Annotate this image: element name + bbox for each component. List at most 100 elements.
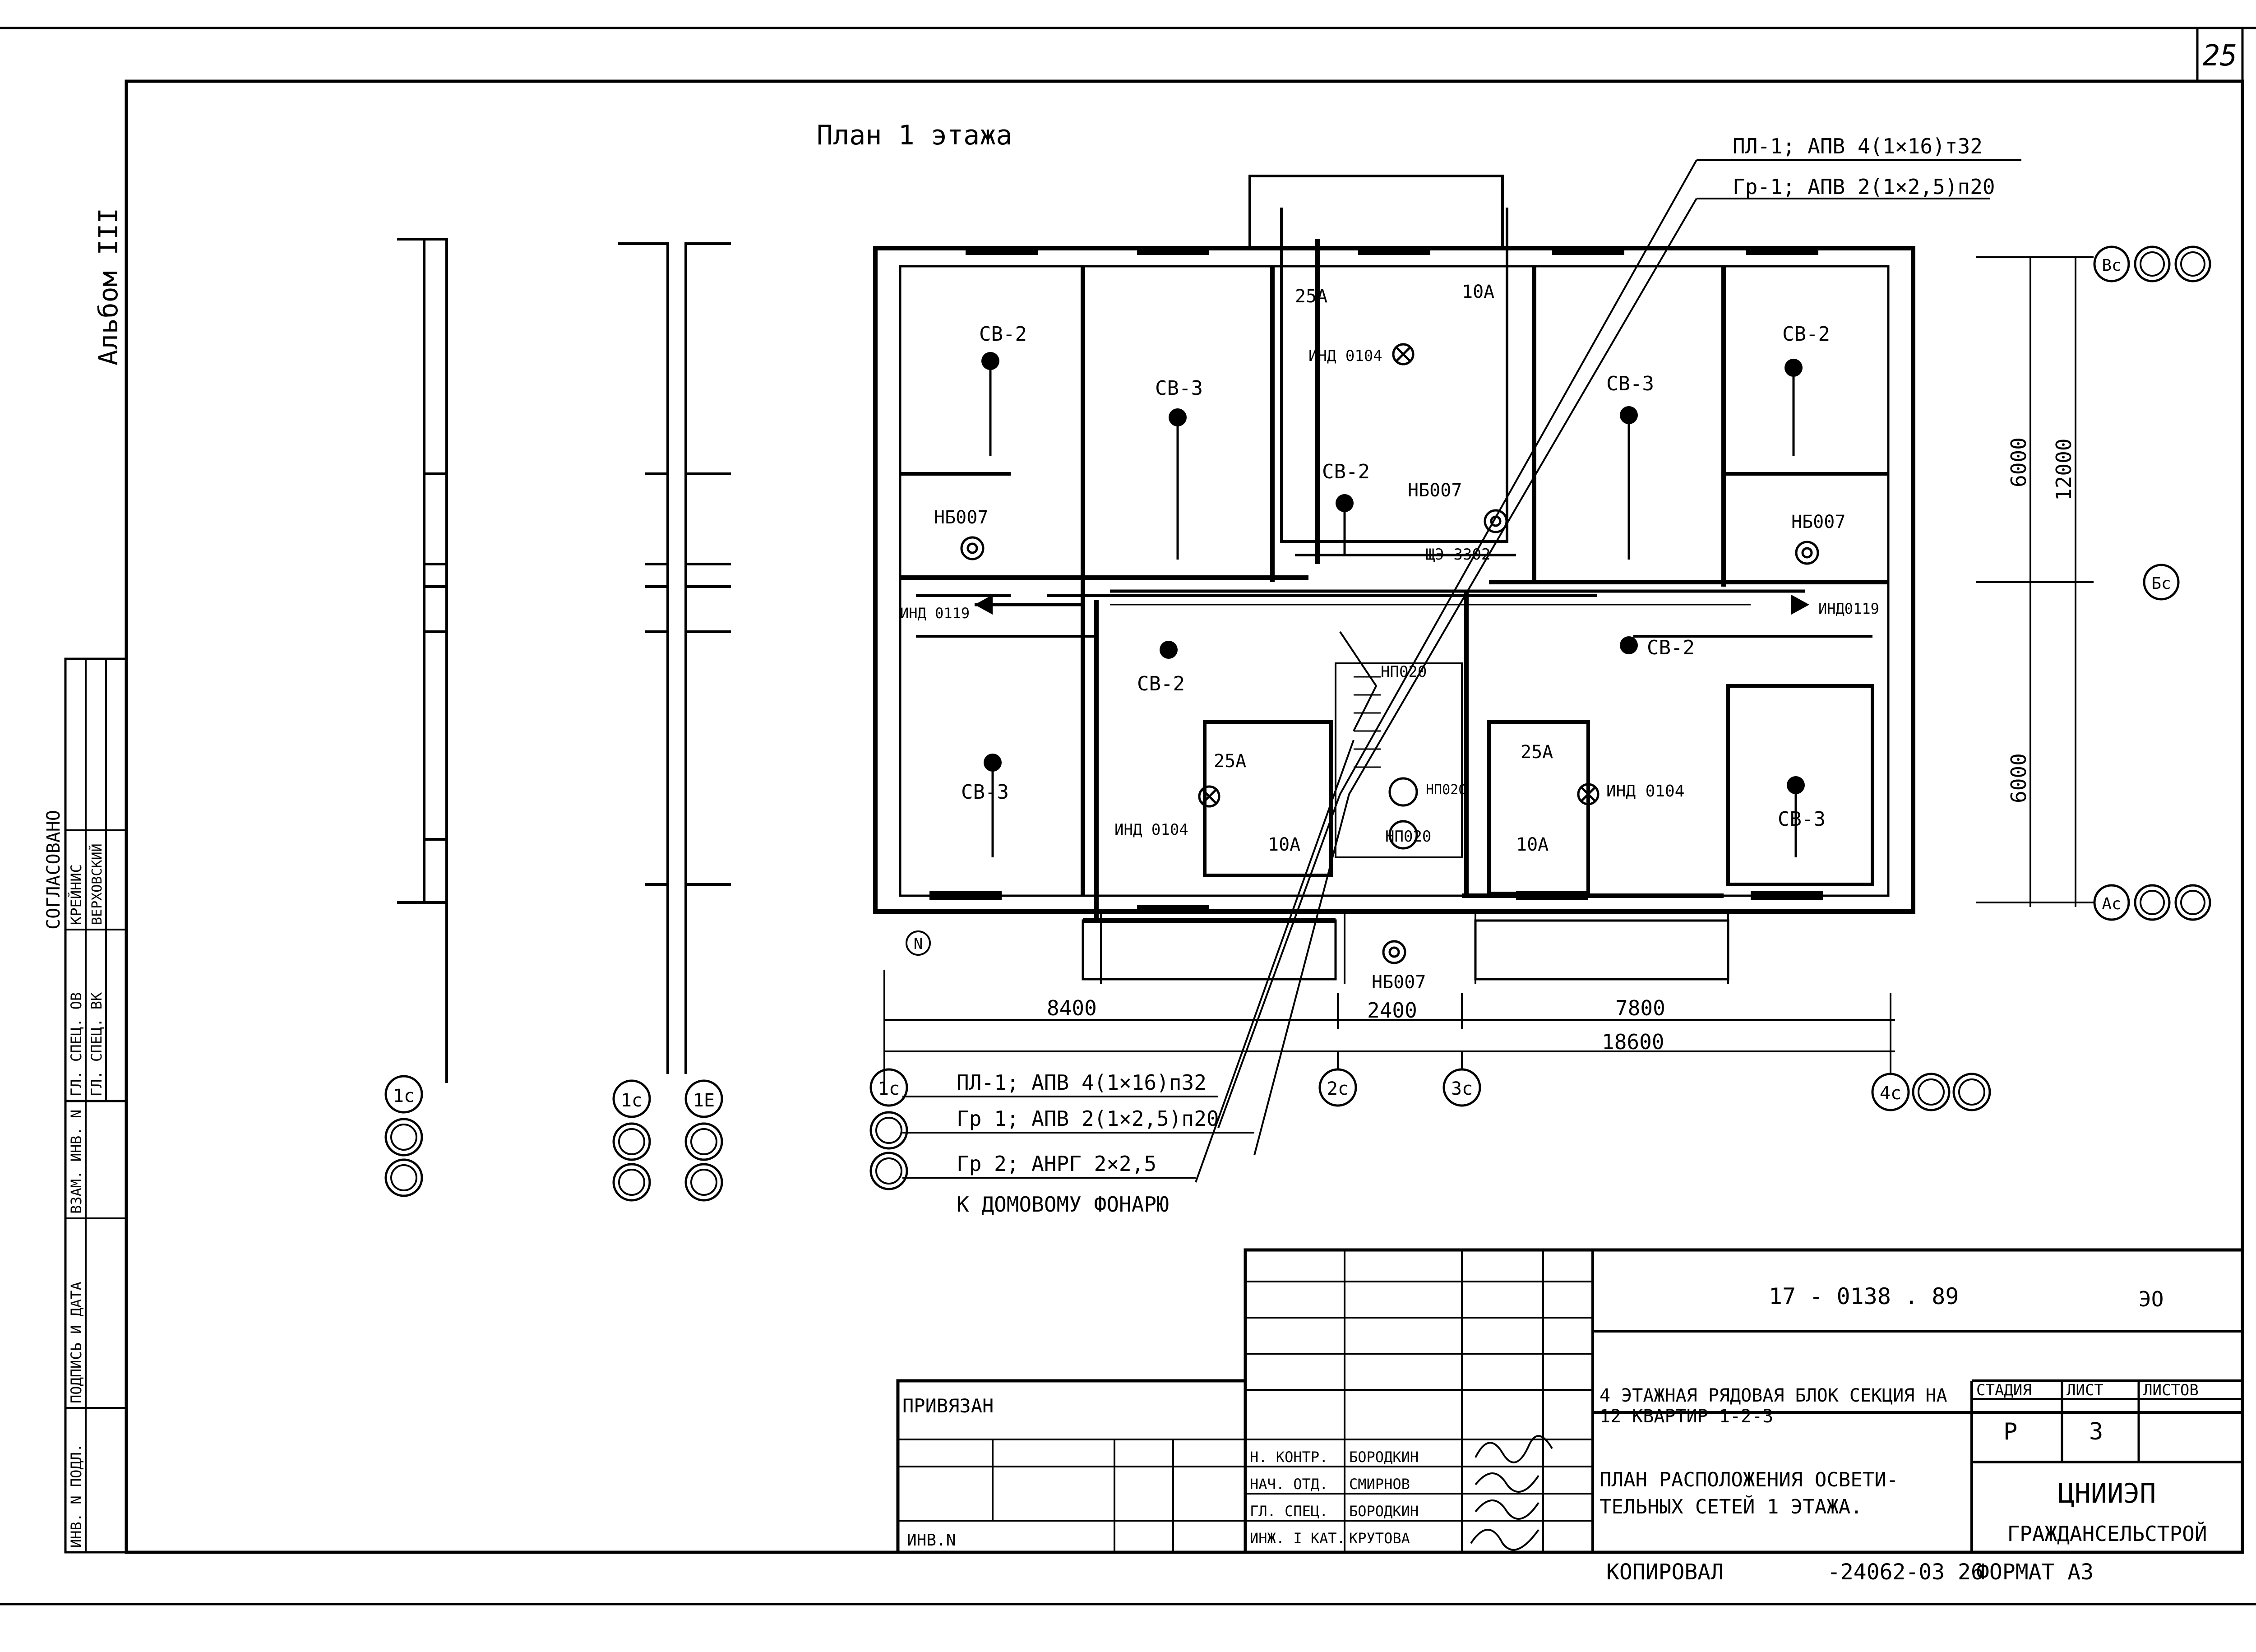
fixture-ind0104 [1198, 343, 1600, 808]
org-name-2: ГРАЖДАНСЕЛЬСТРОЙ [2007, 1522, 2207, 1546]
stage-value: Р [2003, 1418, 2017, 1445]
grid-axis-markers: Вс Бс Ас 1с 2с 3с 4с [869, 245, 2211, 1190]
luminaire-symbols [981, 352, 1805, 794]
approval-name-2: ВЕРХОВСКИЙ [89, 843, 105, 925]
dim-6000-top: 6000 [2006, 437, 2031, 487]
axis-1e: 1Е [693, 1090, 715, 1111]
dim-7800: 7800 [1615, 996, 1665, 1020]
label-ind0104-br: ИНД 0104 [1606, 782, 1684, 801]
floor-plan [873, 175, 1915, 981]
label-cv2-bottom-right: СВ-2 [1647, 636, 1695, 659]
label-cv2-right: СВ-2 [1782, 323, 1830, 346]
label-cv2-mid: СВ-2 [1322, 460, 1370, 483]
signer-role-4: ИНЖ. I КАТ. [1250, 1530, 1345, 1547]
label-25a-br: 25А [1521, 742, 1553, 763]
signer-role-2: НАЧ. ОТД. [1250, 1476, 1328, 1493]
approval-heading: СОГЛАСОВАНО [43, 810, 64, 930]
leader-top-2: Гр-1; АПВ 2(1×2,5)п20 [1733, 175, 1995, 199]
label-ind0104-bl: ИНД 0104 [1114, 821, 1188, 839]
fixture-nb007 [960, 509, 1819, 964]
label-10a-bl: 10А [1268, 834, 1300, 855]
label-ind0119-left: ИНД 0119 [900, 605, 970, 622]
leader-bottom-4: К ДОМОВОМУ ФОНАРЮ [957, 1192, 1169, 1217]
stage-header: СТАДИЯ [1976, 1381, 2032, 1399]
luminaire-stems [989, 361, 1797, 857]
label-shch: ЩЭ-3302 [1426, 546, 1490, 564]
approval-name-1: КРЕЙНИС [68, 864, 85, 925]
plan-title: План 1 этажа [817, 120, 1012, 151]
label-cv3-bottom-left: СВ-3 [961, 781, 1009, 804]
approval-role-2: ГЛ. СПЕЦ. ВК [88, 992, 105, 1097]
org-name: ЦНИИЭП [2058, 1478, 2156, 1509]
bound-to: ПРИВЯЗАН [902, 1395, 994, 1417]
label-nb007-mid: НБ007 [1408, 480, 1462, 501]
signer-name-2: СМИРНОВ [1349, 1476, 1410, 1493]
signer-role-1: Н. КОНТР. [1250, 1448, 1328, 1466]
sheet-header: ЛИСТ [2066, 1381, 2103, 1399]
label-10a-top: 10А [1462, 282, 1494, 302]
inv-no: ИНВ.N [907, 1531, 956, 1550]
label-nb007-right: НБ007 [1791, 512, 1845, 532]
label-n-mark: N [914, 935, 923, 953]
axis-1c-left: 1с [393, 1086, 415, 1106]
label-cv3-top-left: СВ-3 [1155, 377, 1203, 400]
label-cv2-left: СВ-2 [979, 323, 1027, 346]
approval-role-1: ГЛ. СПЕЦ. ОВ [68, 992, 85, 1097]
room-labels: СВ-2 СВ-3 СВ-2 СВ-3 СВ-2 СВ-3 СВ-2 СВ-2 … [900, 282, 1879, 993]
windows [929, 246, 1823, 914]
axis-bc2: Бс [2151, 574, 2171, 593]
album-label: Альбом III [93, 208, 124, 366]
copied-label: КОПИРОВАЛ [1606, 1559, 1724, 1585]
side-field-3: ИНВ. N ПОДЛ. [68, 1444, 85, 1548]
dimension-lines [883, 256, 2094, 1092]
leader-top-1: ПЛ-1; АПВ 4(1×16)т32 [1733, 134, 1983, 158]
title-block [896, 1248, 2244, 1554]
axis-bc: Вс [2102, 256, 2121, 275]
signature-scribbles [1470, 1435, 1553, 1551]
axis-2c: 2с [1327, 1078, 1349, 1099]
project-title-box: 4 ЭТАЖНАЯ РЯДОВАЯ БЛОК СЕКЦИЯ НА 12 КВАР… [1600, 1385, 1947, 1427]
order-no: -24062-03 26 [1827, 1559, 1984, 1585]
label-25a-bl: 25А [1214, 751, 1246, 772]
sheet-title: ПЛАН РАСПОЛОЖЕНИЯ ОСВЕТИ-ТЕЛЬНЫХ СЕТЕЙ 1… [1600, 1468, 1899, 1518]
dim-2400: 2400 [1367, 998, 1417, 1023]
side-field-2: ПОДПИСЬ И ДАТА [68, 1282, 85, 1403]
sheet-value: 3 [2089, 1418, 2103, 1445]
label-cv2-bottom-mid: СВ-2 [1137, 672, 1185, 695]
signer-role-3: ГЛ. СПЕЦ. [1250, 1503, 1328, 1520]
axis-ac: Ас [2102, 895, 2121, 913]
format-label: ФОРМАТ А3 [1976, 1559, 2094, 1585]
label-10a-br: 10А [1516, 834, 1549, 855]
dim-18600: 18600 [1602, 1030, 1664, 1054]
signer-name-3: БОРОДКИН [1349, 1503, 1419, 1520]
label-25a-top: 25А [1295, 286, 1327, 307]
doc-mark: ЭО [2139, 1287, 2164, 1311]
sheet-frame [0, 27, 2256, 1606]
leader-bottom-3: Гр 2; АНРГ 2×2,5 [957, 1152, 1156, 1176]
axis-1c-mid: 1с [621, 1090, 643, 1111]
axis-3c: 3с [1451, 1078, 1473, 1099]
dim-6000-bottom: 6000 [2006, 753, 2031, 803]
label-cv3-bottom-right: СВ-3 [1778, 808, 1826, 831]
signer-name-4: КРУТОВА [1349, 1530, 1410, 1547]
label-np020-b: НП020 [1426, 782, 1466, 798]
doc-code: 17 - 0138 . 89 [1769, 1283, 1959, 1310]
approval-strip [64, 657, 128, 1554]
dim-8400: 8400 [1047, 996, 1097, 1020]
facade-sketches [397, 238, 731, 1083]
leader-lines [902, 159, 2021, 1183]
label-nb007-left: НБ007 [934, 507, 988, 528]
axis-1c-plan: 1с [878, 1078, 900, 1099]
side-field-1: ВЗАМ. ИНВ. N [68, 1110, 85, 1214]
label-np020-a: НП020 [1381, 663, 1427, 681]
sheets-header: ЛИСТОВ [2143, 1381, 2199, 1399]
project-title: 4 ЭТАЖНАЯ РЯДОВАЯ БЛОК СЕКЦИЯ НА 12 КВАР… [1600, 1385, 1947, 1427]
leader-bottom-1: ПЛ-1; АПВ 4(1×16)п32 [957, 1070, 1207, 1095]
label-cv3-right: СВ-3 [1606, 372, 1654, 395]
fixture-ind0119 [975, 595, 1809, 615]
sheet-title-box: ПЛАН РАСПОЛОЖЕНИЯ ОСВЕТИ-ТЕЛЬНЫХ СЕТЕЙ 1… [1600, 1468, 1899, 1518]
label-np020-c: НП020 [1385, 828, 1431, 846]
axis-4c: 4с [1880, 1083, 1901, 1104]
label-ind0119-right: ИНД0119 [1818, 600, 1879, 617]
